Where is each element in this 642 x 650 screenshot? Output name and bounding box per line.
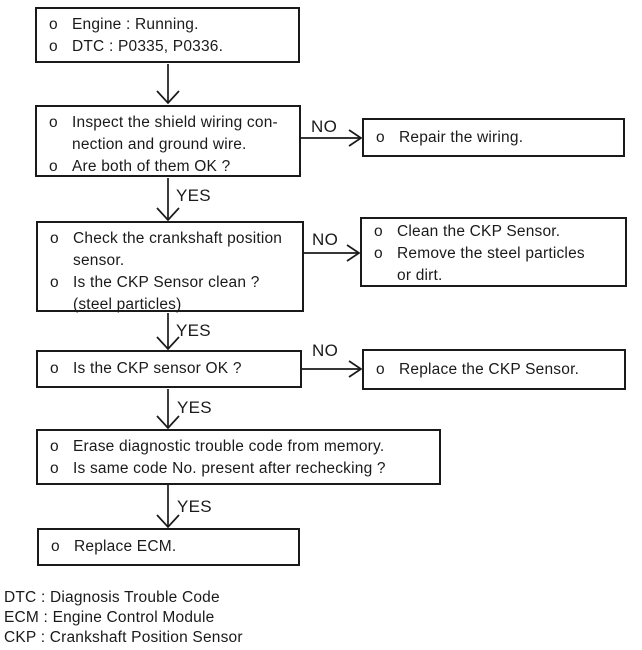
- yes-label-2: YES: [176, 321, 211, 340]
- flow-box-inspect-wiring: o Inspect the shield wiring con- nection…: [35, 105, 301, 177]
- bullet-marker: o: [50, 230, 59, 247]
- bullet-item: o Are both of them OK ?: [45, 156, 293, 178]
- down-arrow-1: [156, 64, 180, 105]
- flow-box-replace-ckp-sensor: o Replace the CKP Sensor.: [362, 349, 626, 390]
- box-text-line: DTC : P0335, P0336.: [72, 38, 224, 55]
- box-text-line: Remove the steel particles: [397, 245, 585, 262]
- bullet-item: o Replace the CKP Sensor.: [372, 359, 618, 381]
- flow-box-replace-ecm: o Replace ECM.: [37, 528, 300, 566]
- bullet-item: o Engine : Running.: [45, 14, 292, 36]
- bullet-item: o Replace ECM.: [47, 536, 292, 558]
- box-text-line: Inspect the shield wiring con-: [72, 114, 278, 131]
- bullet-marker: o: [50, 274, 59, 291]
- bullet-marker: o: [374, 245, 383, 262]
- bullet-marker: o: [376, 128, 385, 146]
- bullet-item: o Is the CKP sensor OK ?: [46, 358, 294, 380]
- legend: DTC : Diagnosis Trouble Code ECM : Engin…: [4, 588, 243, 648]
- bullet-marker: o: [50, 438, 59, 455]
- bullet-marker: o: [374, 223, 383, 240]
- bullet-item: o Remove the steel particles or dirt.: [370, 243, 619, 287]
- bullet-item: o Is same code No. present after recheck…: [46, 458, 433, 480]
- box-text-line: nection and ground wire.: [72, 136, 247, 153]
- bullet-item: o Repair the wiring.: [372, 127, 617, 149]
- box-text-line: (steel particles): [73, 296, 182, 313]
- flow-box-clean-ckp-sensor: o Clean the CKP Sensor. o Remove the ste…: [360, 217, 627, 287]
- bullet-item: o Clean the CKP Sensor.: [370, 221, 619, 243]
- yes-label-1: YES: [176, 186, 211, 205]
- box-text-line: sensor.: [73, 252, 125, 269]
- bullet-item: o Is the CKP Sensor clean ? (steel parti…: [46, 272, 296, 316]
- box-text-line: Erase diagnostic trouble code from memor…: [73, 438, 385, 455]
- yes-label-3: YES: [177, 398, 212, 417]
- bullet-marker: o: [49, 158, 58, 175]
- down-arrow-4: [156, 389, 180, 430]
- right-arrow-3: [302, 360, 363, 378]
- box-text-line: or dirt.: [397, 267, 443, 284]
- bullet-item: o Inspect the shield wiring con- nection…: [45, 112, 293, 156]
- flow-box-check-ckp-sensor: o Check the crankshaft position sensor. …: [36, 221, 304, 313]
- box-text-line: Is the CKP sensor OK ?: [73, 360, 242, 377]
- flow-box-engine-dtc: o Engine : Running. o DTC : P0335, P0336…: [35, 7, 300, 63]
- bullet-marker: o: [51, 538, 60, 555]
- bullet-marker: o: [376, 360, 385, 378]
- flow-box-repair-wiring: o Repair the wiring.: [362, 118, 625, 157]
- box-text-line: Is same code No. present after recheckin…: [73, 460, 386, 477]
- flow-box-ckp-sensor-ok: o Is the CKP sensor OK ?: [36, 350, 302, 388]
- box-text-line: Clean the CKP Sensor.: [397, 223, 561, 240]
- down-arrow-5: [156, 485, 180, 529]
- bullet-marker: o: [49, 114, 58, 131]
- box-text-line: Replace ECM.: [74, 538, 177, 555]
- legend-line-ecm: ECM : Engine Control Module: [4, 609, 215, 626]
- bullet-marker: o: [50, 360, 59, 377]
- box-text-line: Are both of them OK ?: [72, 158, 231, 175]
- yes-label-4: YES: [177, 497, 212, 516]
- box-text-line: Repair the wiring.: [399, 128, 524, 146]
- box-text-line: Replace the CKP Sensor.: [399, 360, 580, 378]
- box-text-line: Check the crankshaft position: [73, 230, 283, 247]
- bullet-item: o DTC : P0335, P0336.: [45, 36, 292, 58]
- no-label-3: NO: [312, 341, 339, 360]
- bullet-item: o Check the crankshaft position sensor.: [46, 228, 296, 272]
- no-label-2: NO: [312, 230, 339, 249]
- flow-box-erase-dtc: o Erase diagnostic trouble code from mem…: [36, 429, 441, 485]
- bullet-marker: o: [49, 38, 58, 55]
- box-text-line: Is the CKP Sensor clean ?: [73, 274, 260, 291]
- no-label-1: NO: [311, 117, 338, 136]
- bullet-marker: o: [50, 460, 59, 477]
- bullet-item: o Erase diagnostic trouble code from mem…: [46, 436, 433, 458]
- legend-line-ckp: CKP : Crankshaft Position Sensor: [4, 629, 243, 646]
- box-text-line: Engine : Running.: [72, 16, 199, 33]
- legend-line-dtc: DTC : Diagnosis Trouble Code: [4, 589, 220, 606]
- bullet-marker: o: [49, 16, 58, 33]
